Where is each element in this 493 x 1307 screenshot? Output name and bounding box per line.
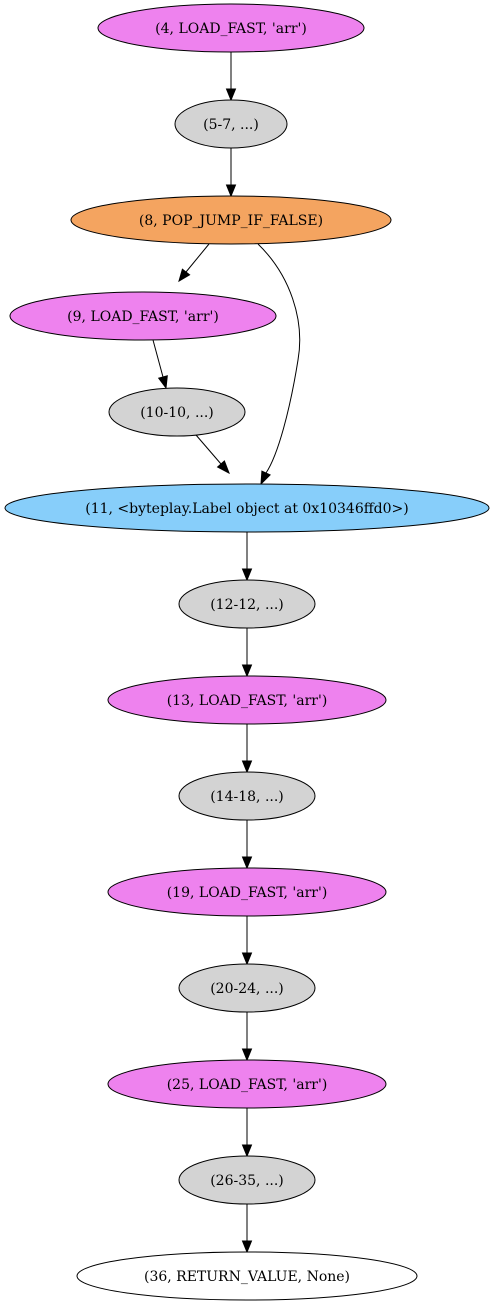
arrowhead [225, 88, 237, 102]
edge-n26-to-n36 [241, 1204, 253, 1254]
edge-line [185, 243, 210, 273]
node-ellipse [107, 1059, 387, 1109]
edges-layer [152, 52, 301, 1254]
edge-n25-to-n26 [241, 1108, 253, 1158]
arrowhead [178, 268, 191, 283]
node-range-n12: (12-12, ...) [178, 579, 316, 629]
edge-n11-to-n12 [241, 532, 253, 582]
edge-line [257, 243, 301, 474]
edge-n9-to-n10 [152, 339, 168, 390]
edge-n19-to-n20 [241, 916, 253, 966]
arrowhead [157, 375, 168, 390]
node-label: (10-10, ...) [140, 405, 214, 421]
arrowhead [241, 856, 253, 870]
node-jump-n8: (8, POP_JUMP_IF_FALSE) [70, 195, 392, 245]
edge-n20-to-n25 [241, 1012, 253, 1062]
arrowhead [241, 1048, 253, 1062]
node-label: (12-12, ...) [210, 597, 284, 613]
node-ellipse [178, 1155, 316, 1205]
arrowhead [260, 470, 271, 486]
node-ellipse [107, 675, 387, 725]
node-ellipse [178, 963, 316, 1013]
node-ellipse [178, 579, 316, 629]
node-ellipse [9, 291, 277, 341]
node-load-n13: (13, LOAD_FAST, 'arr') [107, 675, 387, 725]
node-label: (8, POP_JUMP_IF_FALSE) [139, 213, 323, 229]
node-load-n19: (19, LOAD_FAST, 'arr') [107, 867, 387, 917]
node-label: (25, LOAD_FAST, 'arr') [167, 1077, 328, 1093]
node-label: (13, LOAD_FAST, 'arr') [167, 693, 328, 709]
node-load-n25: (25, LOAD_FAST, 'arr') [107, 1059, 387, 1109]
edge-line [152, 339, 164, 378]
node-label: (4, LOAD_FAST, 'arr') [155, 21, 307, 37]
node-label: (36, RETURN_VALUE, None) [144, 1269, 350, 1285]
arrowhead [241, 1240, 253, 1254]
edge-n8-to-n9 [178, 243, 210, 283]
edge-n13-to-n14 [241, 724, 253, 774]
node-ellipse [108, 387, 246, 437]
node-label: (5-7, ...) [203, 117, 259, 133]
node-range-n10: (10-10, ...) [108, 387, 246, 437]
node-ellipse [97, 3, 365, 53]
edge-n8-to-n11 [257, 243, 301, 486]
arrowhead [241, 760, 253, 774]
node-ellipse [174, 99, 288, 149]
arrowhead [241, 568, 253, 582]
node-label: (11, <byteplay.Label object at 0x10346ff… [85, 501, 409, 517]
node-range-n20: (20-24, ...) [178, 963, 316, 1013]
edge-n5-to-n8 [225, 148, 237, 198]
node-load-n4: (4, LOAD_FAST, 'arr') [97, 3, 365, 53]
node-range-n26: (26-35, ...) [178, 1155, 316, 1205]
arrowhead [216, 460, 230, 475]
node-label: (26-35, ...) [210, 1173, 284, 1189]
node-load-n9: (9, LOAD_FAST, 'arr') [9, 291, 277, 341]
node-ellipse [70, 195, 392, 245]
edge-n12-to-n13 [241, 628, 253, 678]
node-ellipse [76, 1251, 418, 1301]
node-range-n5: (5-7, ...) [174, 99, 288, 149]
node-label: (19, LOAD_FAST, 'arr') [167, 885, 328, 901]
edge-n4-to-n5 [225, 52, 237, 102]
node-return-n36: (36, RETURN_VALUE, None) [76, 1251, 418, 1301]
node-label: (9, LOAD_FAST, 'arr') [67, 309, 219, 325]
node-label: (14-18, ...) [210, 789, 284, 805]
node-label-n11: (11, <byteplay.Label object at 0x10346ff… [4, 483, 490, 533]
node-label: (20-24, ...) [210, 981, 284, 997]
arrowhead [241, 952, 253, 966]
node-range-n14: (14-18, ...) [178, 771, 316, 821]
node-ellipse [178, 771, 316, 821]
node-ellipse [107, 867, 387, 917]
edge-line [195, 434, 222, 465]
node-ellipse [4, 483, 490, 533]
arrowhead [241, 664, 253, 678]
arrowhead [241, 1144, 253, 1158]
arrowhead [225, 184, 237, 198]
nodes-layer: (4, LOAD_FAST, 'arr') (5-7, ...) (8, POP_J… [4, 3, 490, 1301]
edge-n14-to-n19 [241, 820, 253, 870]
edge-n10-to-n11 [195, 434, 230, 475]
